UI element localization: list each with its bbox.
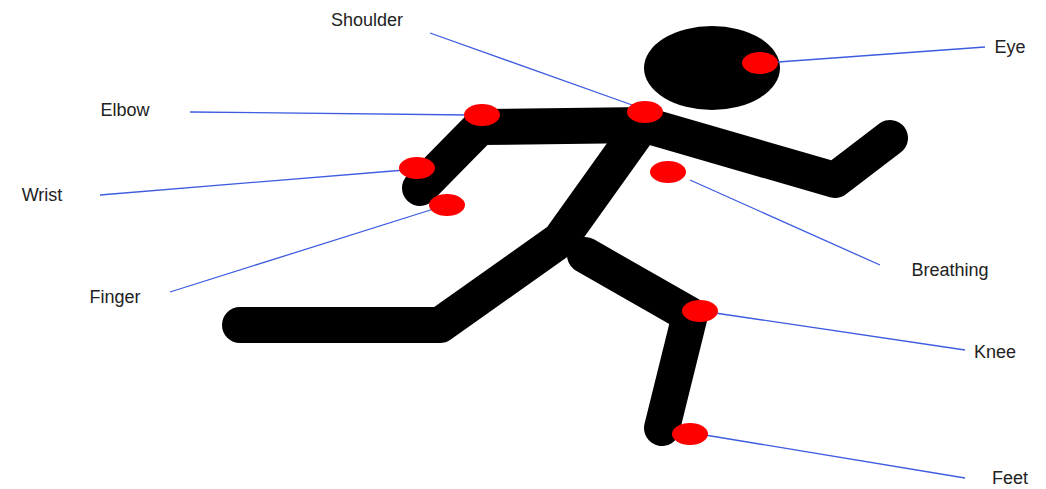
leader-line: [430, 33, 635, 106]
leader-line: [715, 313, 965, 350]
marker-dot: [429, 194, 465, 216]
front-leg: [585, 255, 690, 428]
marker-dot: [627, 101, 663, 123]
leader-line: [690, 180, 880, 265]
marker-dot: [672, 423, 708, 445]
part-label: Finger: [89, 287, 140, 308]
marker-dot: [399, 157, 435, 179]
part-label: Eye: [994, 37, 1025, 58]
leader-line: [100, 170, 405, 195]
leader-line: [705, 435, 965, 478]
part-label: Elbow: [100, 100, 149, 121]
marker-dot: [682, 300, 718, 322]
part-label: Breathing: [911, 260, 988, 281]
torso-back-leg: [240, 128, 640, 325]
marker-dot: [650, 161, 686, 183]
part-label: Feet: [992, 468, 1028, 489]
part-label: Wrist: [22, 185, 63, 206]
leader-line: [778, 47, 985, 62]
arm-gap: [522, 147, 575, 153]
part-label: Shoulder: [331, 10, 403, 31]
leader-line: [190, 112, 470, 115]
marker-dot: [742, 52, 778, 74]
part-label: Knee: [974, 342, 1016, 363]
head: [644, 26, 780, 110]
leader-line: [170, 207, 440, 292]
marker-dot: [464, 104, 500, 126]
